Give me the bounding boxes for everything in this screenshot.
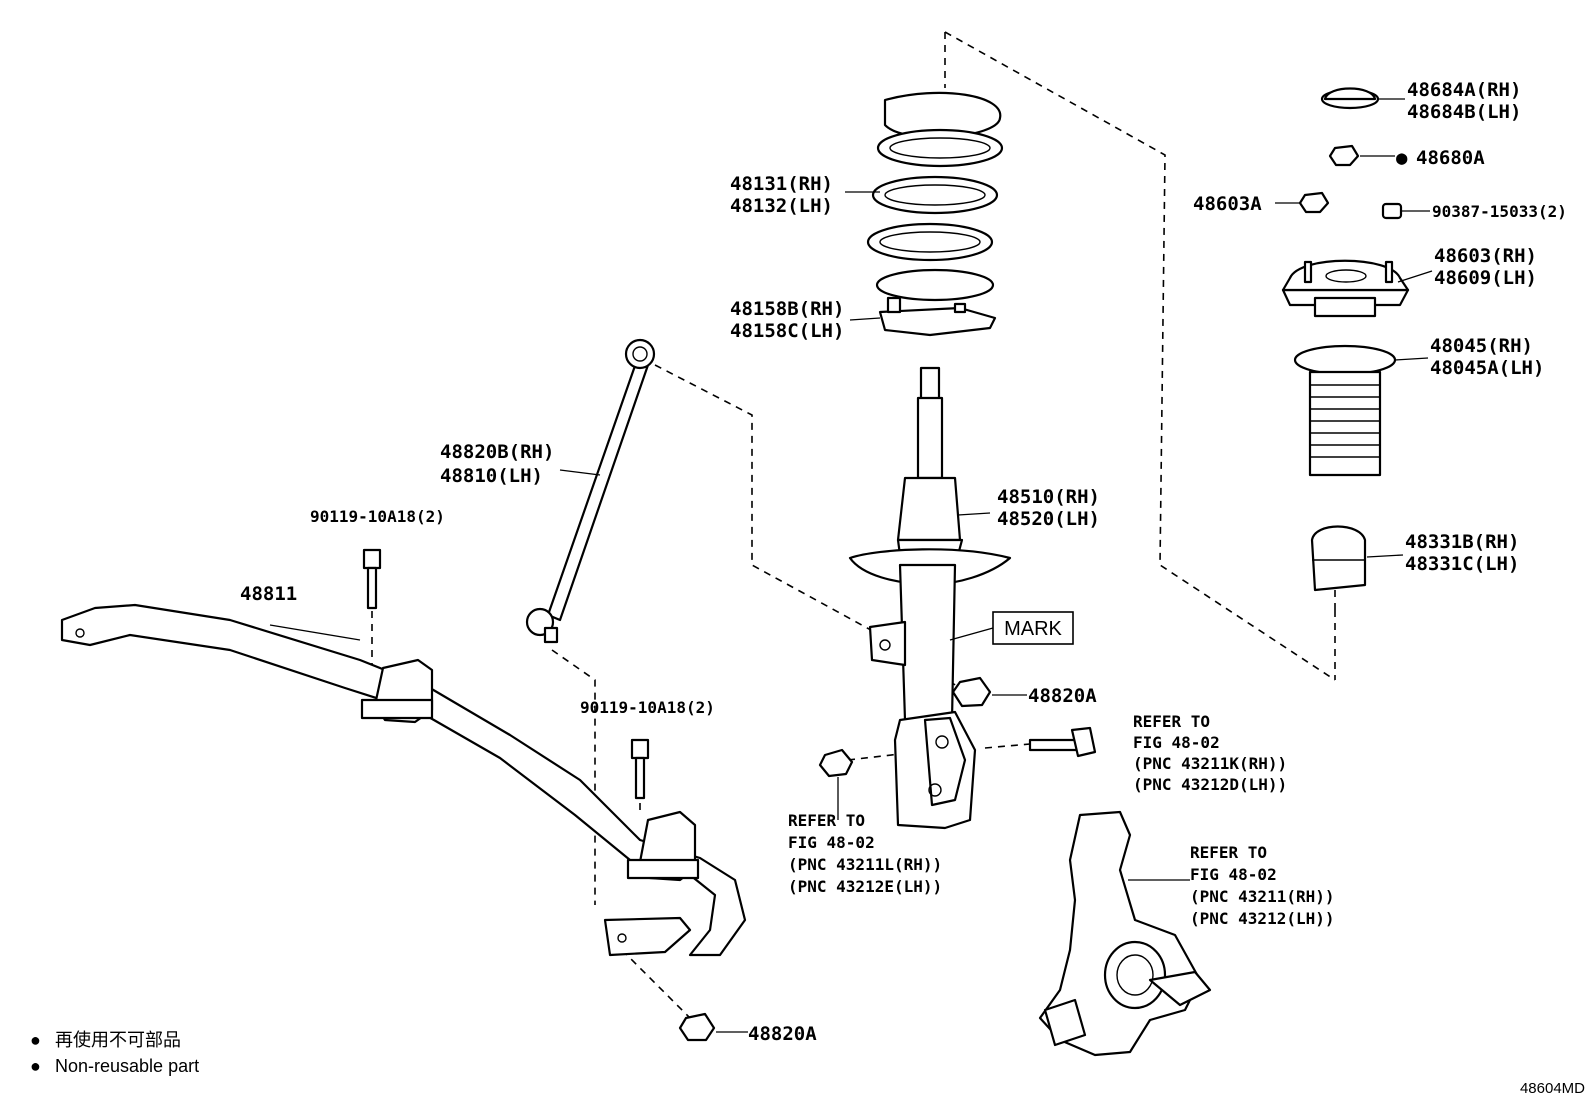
nut-strut-48820a: [951, 676, 992, 708]
label-nut-strut: 48820A: [1028, 685, 1097, 707]
label-nut-top: 48680A: [1416, 147, 1485, 169]
nut-bar-48820a: [678, 1012, 716, 1042]
label-bumper-lh: 48331C(LH): [1405, 553, 1519, 575]
stabilizer-link: [525, 338, 656, 644]
label-nut-top-marker: ●: [1396, 147, 1408, 169]
label-cap-rh: 48684A(RH): [1407, 79, 1521, 101]
legend-marker-2: ●: [30, 1056, 41, 1076]
leader-lines: [269, 98, 1433, 1033]
label-refer-a-2: FIG 48-02: [1133, 733, 1220, 752]
label-spring-rh: 48131(RH): [730, 173, 833, 195]
stabilizer-bushing-upper: [360, 658, 434, 724]
label-insulator-lh: 48158C(LH): [730, 320, 844, 342]
bolt-upper: [362, 548, 382, 610]
label-cap-lh: 48684B(LH): [1407, 101, 1521, 123]
legend: ● 再使用不可部品 ● Non-reusable part: [30, 1030, 199, 1076]
diagram-id: 48604MD: [1520, 1080, 1585, 1097]
label-refer-a-4: (PNC 43212D(LH)): [1133, 775, 1287, 794]
spring-insulator: [878, 296, 997, 337]
label-refer-c-3: (PNC 43211(RH)): [1190, 887, 1335, 906]
bracket-bolt: [1028, 726, 1097, 758]
label-bolt-lower: 90119-10A18(2): [580, 698, 715, 717]
bolt-lower: [630, 738, 650, 800]
legend-text-en: Non-reusable part: [55, 1056, 199, 1076]
label-bolt-upper: 90119-10A18(2): [310, 507, 445, 526]
label-refer-b-3: (PNC 43211L(RH)): [788, 855, 942, 874]
legend-marker-1: ●: [30, 1030, 41, 1050]
label-nut-side: 48603A: [1193, 193, 1262, 215]
label-refer-a-3: (PNC 43211K(RH)): [1133, 754, 1287, 773]
label-boot-lh: 48045A(LH): [1430, 357, 1544, 379]
shock-absorber-strut: [848, 366, 1012, 830]
upper-mount: [1281, 259, 1410, 318]
label-nut-bar: 48820A: [748, 1023, 817, 1045]
side-nut-48603a: [1298, 191, 1330, 214]
label-mount-lh: 48609(LH): [1434, 267, 1537, 289]
label-link-rh: 48820B(RH): [440, 441, 554, 463]
label-strut-lh: 48520(LH): [997, 508, 1100, 530]
coil-spring: [866, 91, 1004, 302]
dust-boot: [1293, 344, 1397, 477]
label-boot-rh: 48045(RH): [1430, 335, 1533, 357]
label-refer-c-2: FIG 48-02: [1190, 865, 1277, 884]
label-mount-rh: 48603(RH): [1434, 245, 1537, 267]
bracket-nut: [818, 748, 854, 778]
label-bumper-rh: 48331B(RH): [1405, 531, 1519, 553]
label-refer-c-4: (PNC 43212(LH)): [1190, 909, 1335, 928]
part-labels: 48131(RH) 48132(LH) 48158B(RH) 48158C(LH…: [240, 79, 1567, 1045]
legend-text-jp: 再使用不可部品: [55, 1030, 181, 1050]
label-refer-b-4: (PNC 43212E(LH)): [788, 877, 942, 896]
label-link-lh: 48810(LH): [440, 465, 543, 487]
mark-callout: MARK: [949, 611, 1074, 645]
label-stabilizer-bar: 48811: [240, 583, 297, 605]
stabilizer-bushing-lower: [626, 810, 700, 882]
label-cap-small: 90387-15033(2): [1432, 202, 1567, 221]
steering-knuckle: [1038, 810, 1212, 1057]
label-spring-lh: 48132(LH): [730, 195, 833, 217]
label-refer-c-1: REFER TO: [1190, 843, 1267, 862]
bump-stopper: [1310, 525, 1367, 592]
label-insulator-rh: 48158B(RH): [730, 298, 844, 320]
label-strut-rh: 48510(RH): [997, 486, 1100, 508]
mark-label: MARK: [1004, 618, 1062, 640]
top-nut-48680a: [1328, 144, 1360, 167]
label-refer-b-2: FIG 48-02: [788, 833, 875, 852]
dust-cap: [1320, 87, 1380, 110]
small-cap-90387: [1381, 202, 1403, 220]
label-refer-a-1: REFER TO: [1133, 712, 1210, 731]
label-refer-b-1: REFER TO: [788, 811, 865, 830]
